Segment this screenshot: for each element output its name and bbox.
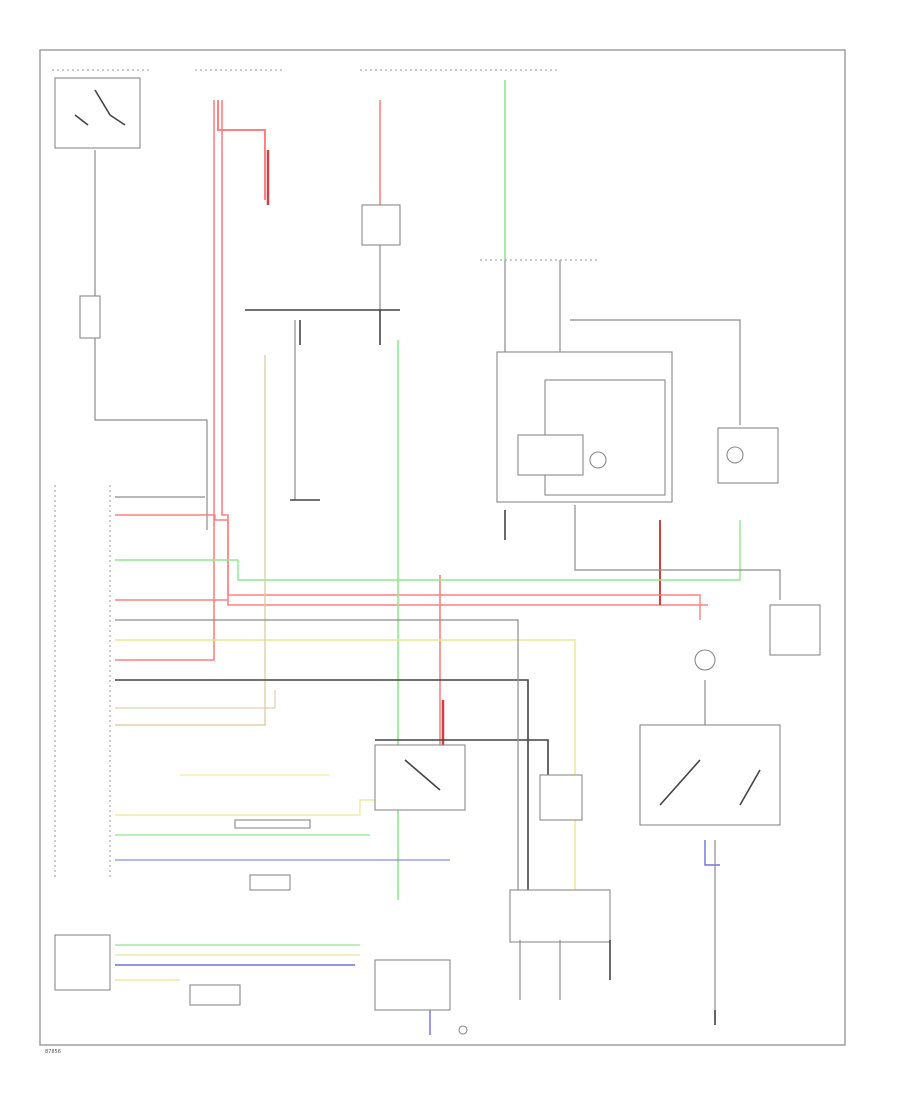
fuse-left — [79, 295, 101, 339]
diagram-frame — [39, 49, 846, 1046]
resistor-lower — [249, 874, 291, 891]
wire-green-horizontal — [115, 520, 741, 581]
wire-red-6 — [115, 514, 701, 620]
cruise-relay — [517, 434, 584, 476]
control-module-lower-left — [54, 934, 111, 991]
wire-blue-4 — [704, 840, 720, 866]
main-switch — [769, 604, 821, 656]
cruise-switch-contact — [659, 759, 701, 806]
cruise-switch-contact-2 — [739, 769, 761, 806]
relay-top-center — [361, 204, 401, 246]
wire-black-2 — [375, 739, 549, 780]
wire-red-3 — [115, 100, 215, 661]
footer-code: 87856 — [45, 1049, 61, 1055]
speed-sensor — [189, 984, 241, 1006]
clock-spring — [694, 649, 716, 671]
cruise-switch-block — [639, 724, 781, 826]
ground-point — [458, 1025, 468, 1035]
cruise-indicator — [589, 451, 607, 469]
wire-ignition-feed — [94, 150, 208, 530]
wire-gray-3 — [570, 319, 741, 425]
ignition-switch-block — [54, 77, 141, 149]
actuator-center — [374, 744, 466, 811]
ignition-switch-contact-3 — [109, 114, 126, 126]
ignition-switch-contact-2 — [74, 114, 89, 126]
ignition-switch-contact — [94, 89, 111, 116]
vacuum-pump — [539, 774, 583, 821]
wire-gray-4 — [574, 505, 781, 600]
wire-black-1 — [115, 679, 529, 900]
wire-yellow-2 — [115, 799, 375, 816]
wire-red-1 — [217, 100, 266, 200]
wire-tan-1 — [115, 355, 266, 726]
actuator-arm — [404, 759, 441, 791]
wire-gray-1 — [115, 619, 519, 890]
wire-tan-2 — [115, 690, 276, 709]
wire-yellow-1 — [115, 639, 576, 900]
ecm-connector — [509, 889, 611, 943]
wire-red-2 — [221, 100, 708, 606]
connector-strip — [234, 819, 311, 829]
indicator-lamp — [726, 446, 744, 464]
transmission-range-switch — [374, 959, 451, 1011]
